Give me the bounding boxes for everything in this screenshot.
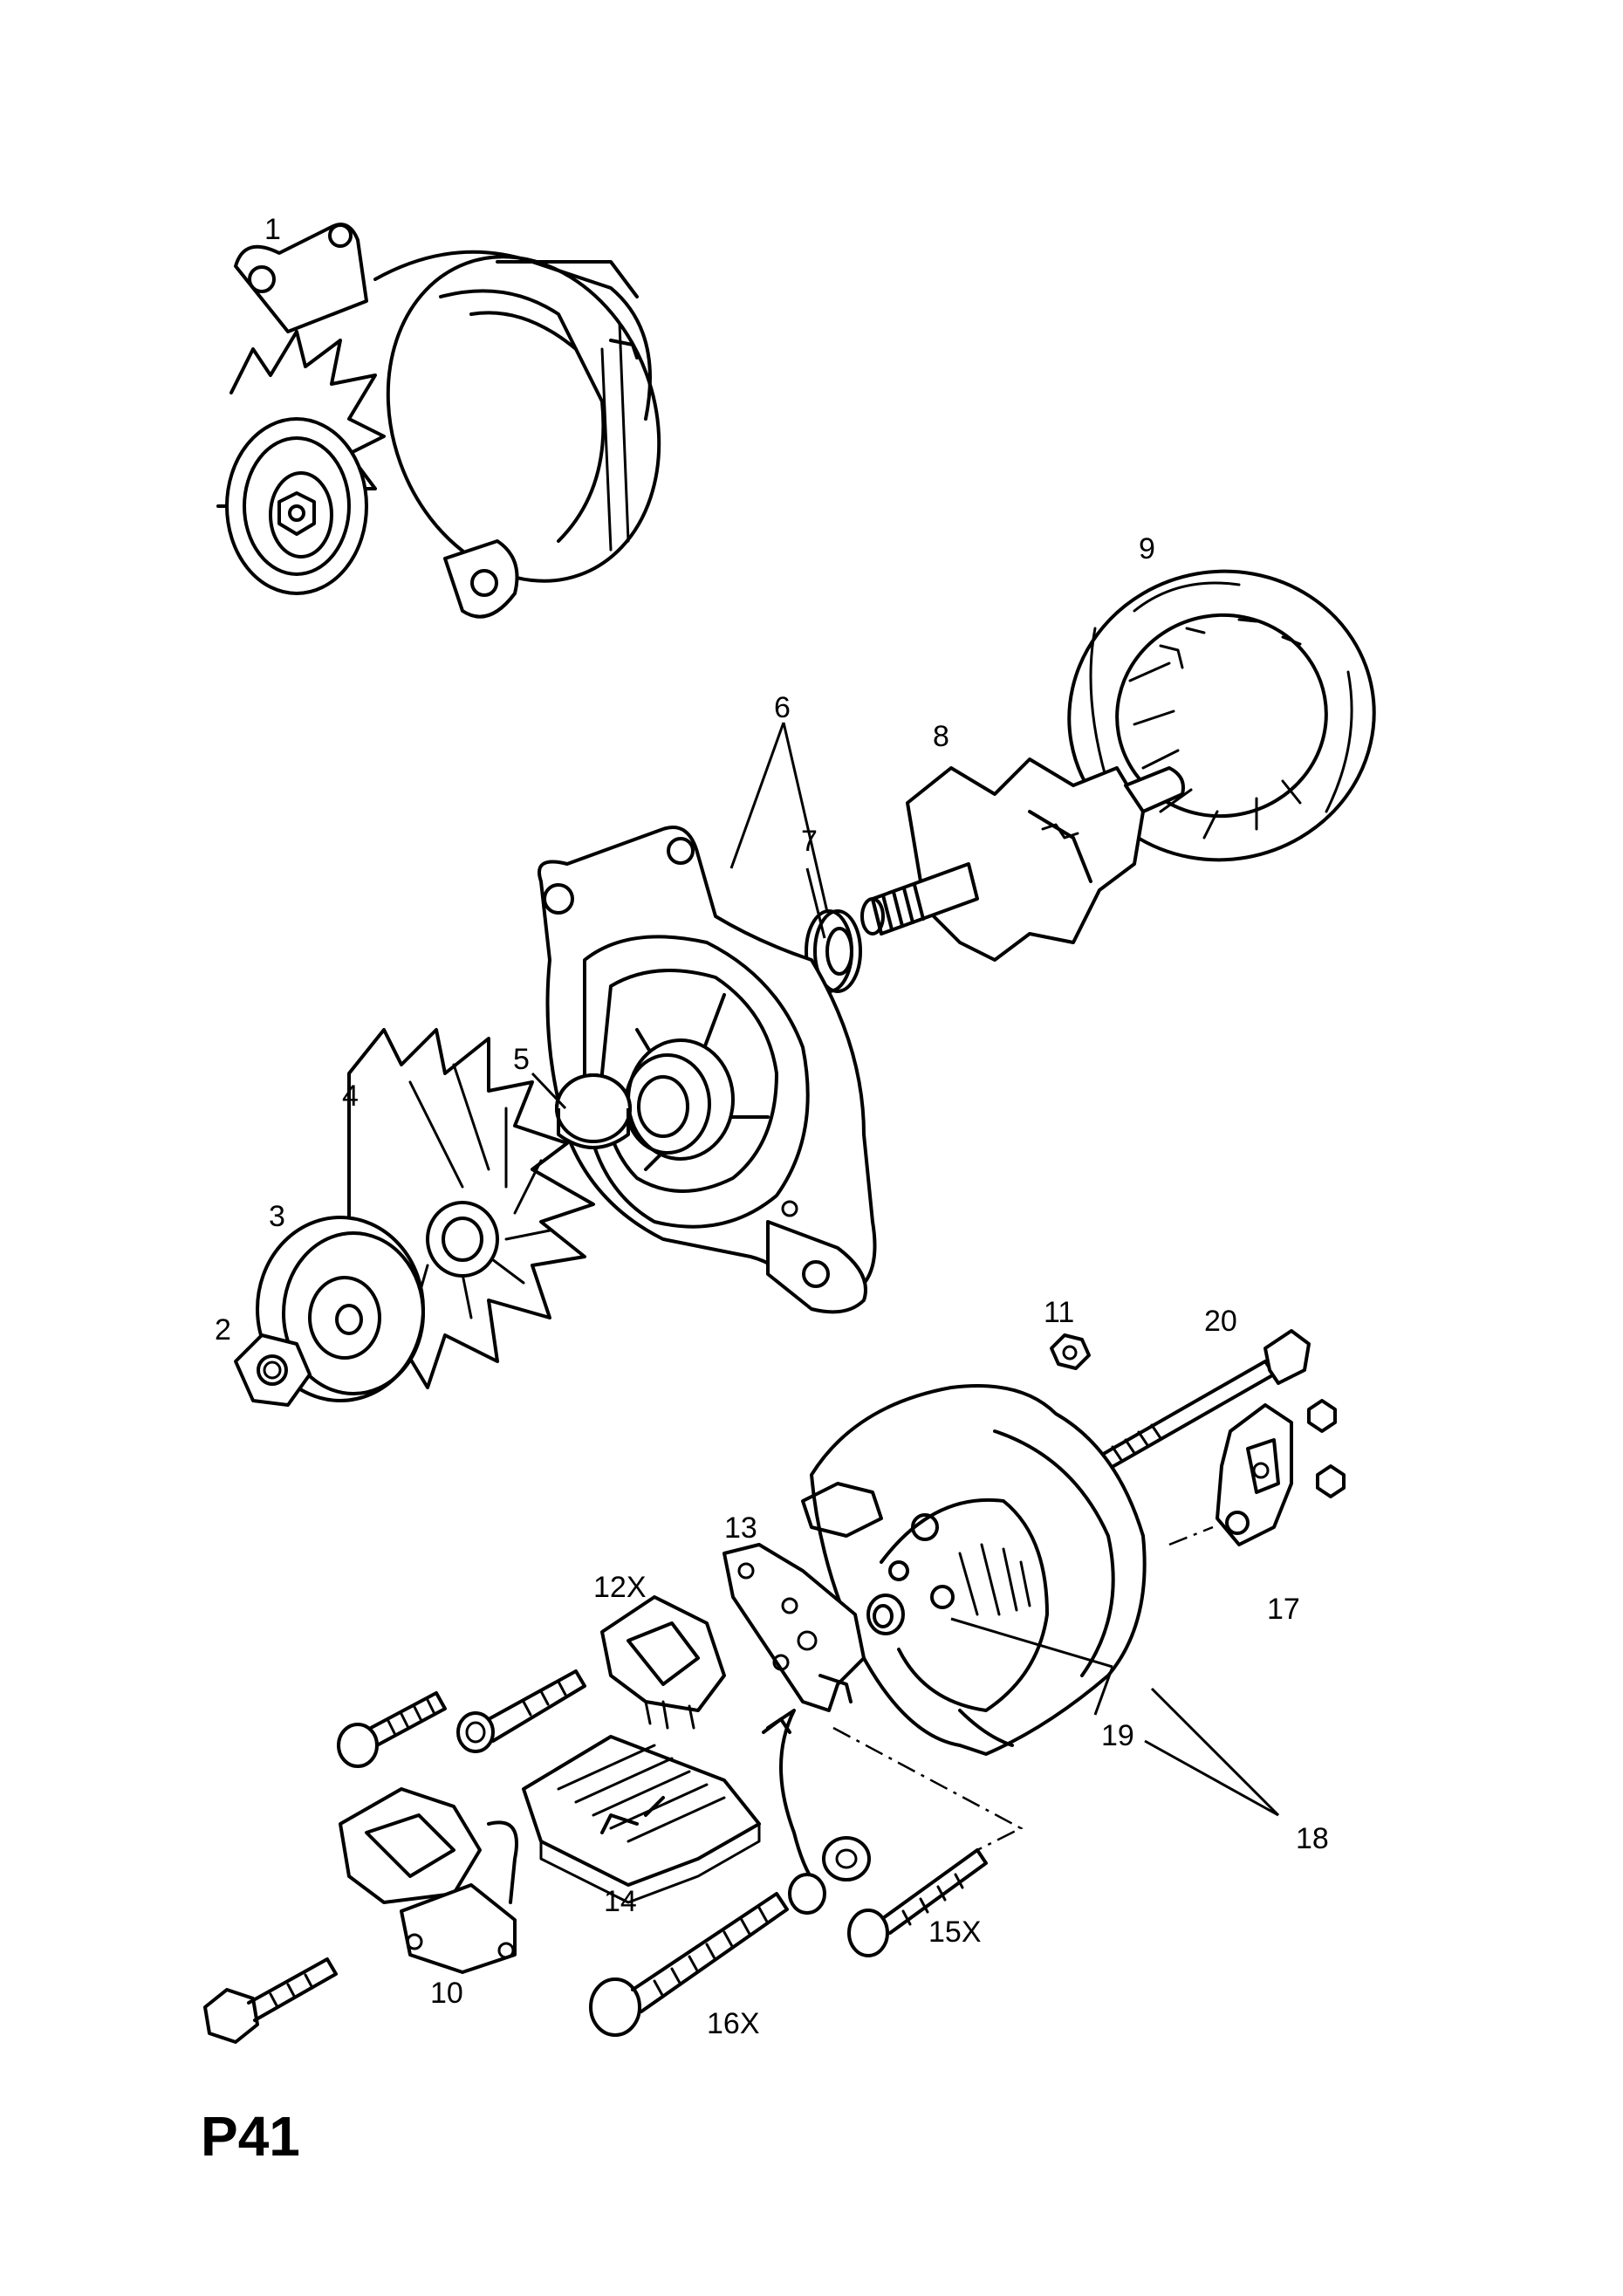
part-15x-screw [847, 1848, 988, 1957]
callout-14: 14 [604, 1885, 637, 1918]
callout-3: 3 [269, 1200, 285, 1233]
page-code: P41 [201, 2105, 300, 2168]
part-2-nut [234, 1333, 312, 1407]
part-16x-screw [589, 1892, 789, 2037]
part-17-bearing-plate [1216, 1399, 1346, 1546]
callout-4: 4 [342, 1079, 359, 1113]
callout-labels: 1 9 6 8 7 5 4 3 2 11 20 13 12X 17 19 18 … [215, 213, 1329, 2040]
callout-5: 5 [513, 1043, 530, 1076]
part-11-nut [1050, 1333, 1091, 1370]
callout-17: 17 [1267, 1593, 1300, 1626]
callout-18: 18 [1296, 1822, 1329, 1855]
part-10-brush-holder [339, 1787, 518, 1974]
callout-7: 7 [801, 825, 818, 858]
leader-lines [531, 722, 1280, 1817]
part-18-slip-ring-end-housing [801, 1384, 1147, 1756]
callout-11: 11 [1044, 1296, 1074, 1329]
part-13-brush-holder-plate [722, 1543, 866, 1712]
screw-with-washer [456, 1669, 586, 1753]
callout-16x: 16X [707, 2007, 760, 2040]
part-19-bushing [866, 1593, 905, 1635]
callout-2: 2 [215, 1313, 231, 1347]
assembly-center-line-2 [1168, 1525, 1214, 1546]
callout-12x: 12X [593, 1571, 647, 1604]
callout-1: 1 [264, 213, 281, 246]
part-12x-regulator [600, 1595, 726, 1730]
screw-short-upper [337, 1691, 447, 1768]
link-strap-and-washer [762, 1709, 871, 1915]
screw-lower-left [203, 1957, 338, 2044]
callout-10: 10 [430, 1977, 463, 2010]
callout-19: 19 [1101, 1719, 1134, 1752]
assembly-center-line [832, 1726, 1024, 1852]
callout-6: 6 [774, 691, 791, 724]
part-6-drive-end-housing [538, 826, 877, 1314]
part-5-bush [555, 1073, 632, 1149]
callout-8: 8 [933, 720, 949, 753]
callout-20: 20 [1204, 1305, 1237, 1338]
callout-13: 13 [724, 1511, 757, 1545]
callout-15x: 15X [928, 1916, 982, 1949]
callout-9: 9 [1139, 532, 1155, 565]
part-1-alternator-assembly [216, 223, 661, 619]
part-8-rotor [860, 757, 1185, 962]
part-14-rectifier [522, 1735, 761, 1904]
